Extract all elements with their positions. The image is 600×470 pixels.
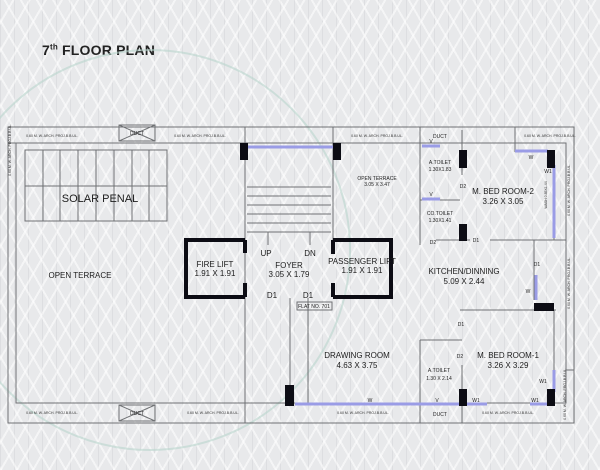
column: [240, 143, 248, 160]
rooms-kitchen-size-label: 5.09 X 2.44: [444, 277, 485, 286]
projection-label-label: 0.60 M. W. ARCH. PROJ.B.B.UL.: [563, 368, 567, 420]
labels-v-label: V: [429, 192, 433, 198]
page-title: 7th FLOOR PLAN: [42, 42, 155, 58]
watermark-seal: [0, 49, 351, 451]
labels-d2-label: D2: [430, 240, 437, 246]
labels-w1-label: W1: [544, 169, 552, 175]
column: [333, 143, 341, 160]
labels-w1-label: W1: [539, 379, 547, 385]
solar-panel-label: SOLAR PENAL: [62, 193, 138, 205]
column: [547, 150, 555, 168]
labels-d1-label: D1: [267, 291, 278, 300]
projection-label-label: 0.60 M. W. ARCH. PROJ.B.B.UL.: [482, 411, 534, 415]
projection-label-label: 0.60 M. W. ARCH. PROJ.B.B.UL.: [174, 134, 226, 138]
rooms-drawing-name-label: DRAWING ROOM: [324, 351, 390, 360]
projection-label-label: 0.60 M. W. ARCH. PROJ.B.B.UL.: [567, 164, 571, 216]
open-terrace-label: OPEN TERRACE: [49, 271, 112, 280]
projection-label-label: 0.60 M. W. ARCH. PROJ.B.B.UL.: [337, 411, 389, 415]
structural-columns: [240, 143, 555, 406]
labels-v-label: V: [435, 398, 439, 404]
labels-w-label: W: [368, 398, 373, 404]
flat-number-tag: [296, 301, 333, 311]
rooms-bed1-name-label: M. BED ROOM-1: [477, 351, 539, 360]
title-rest-label: FLOOR PLAN: [57, 42, 156, 58]
wall-line: [118, 404, 156, 422]
rooms-wash-label: WASH 0.85X1.44: [544, 181, 548, 208]
projection-label-label: 0.60 M. W. ARCH. PROJ.B.B.UL.: [26, 411, 78, 415]
rooms-passenger-lift-size-label: 1.91 X 1.91: [342, 266, 383, 275]
rooms-a-toilet-2-name-label: A.TOILET: [428, 368, 450, 374]
duct-bottom-left: [118, 404, 156, 422]
rooms-a-toilet-2-size-label: 1.30 X 2.14: [426, 376, 452, 382]
passenger-lift: [331, 238, 393, 299]
rooms-passenger-lift-name-label: PASSENGER LIFT: [328, 257, 396, 266]
projection-label-label: 0.60 M. W. ARCH. PROJ.B.B.UL.: [567, 257, 571, 309]
labels-w-label: W: [529, 155, 534, 161]
column: [547, 389, 555, 406]
projection-label-label: 0.60 M. W. ARCH. PROJ.B.B.UL.: [524, 134, 576, 138]
labels-d2-label: D2: [460, 184, 467, 190]
column: [285, 385, 294, 406]
rooms-a-toilet-1-size-label: 1.30X1.83: [429, 167, 452, 173]
rooms-foyer-name-label: FOYER: [275, 261, 303, 270]
labels-dn-label: DN: [304, 249, 316, 258]
rooms-a-toilet-1-name-label: A.TOILET: [429, 160, 451, 166]
outer-boundary: [7, 126, 575, 424]
labels-w-label: W: [526, 289, 531, 295]
column: [459, 224, 467, 241]
labels-flat-label: FLAT NO. 701: [298, 304, 330, 310]
rooms-bed1-size-label: 3.26 X 3.29: [488, 361, 529, 370]
title-main-label: 7: [42, 42, 50, 58]
rooms-open-terrace-2-size-label: 3.05 X 3.47: [364, 182, 390, 188]
labels-duct-label: DUCT: [433, 412, 447, 418]
rooms-kitchen-name-label: KITCHEN/DINNING: [428, 267, 499, 276]
column: [459, 150, 467, 168]
labels-d1-label: D1: [458, 322, 465, 328]
projection-label-label: 0.60 M. W. ARCH. PROJ.B.B.UL.: [187, 411, 239, 415]
projection-label-label: 0.60 M. W. ARCH. PROJ.B.B.UL.: [351, 134, 403, 138]
rooms-open-terrace-2-name-label: OPEN TERRACE: [357, 176, 397, 182]
rooms-co-toilet-name-label: CO.TOILET: [427, 211, 453, 217]
labels-duct-label: DUCT: [130, 411, 144, 417]
rooms-foyer-size-label: 3.05 X 1.79: [269, 270, 310, 279]
projection-label-label: 0.60 M. W. ARCH. PROJ.B.B.UL.: [26, 134, 78, 138]
rooms-fire-lift-size-label: 1.91 X 1.91: [195, 269, 236, 278]
fire-lift: [184, 238, 247, 299]
labels-duct-label: DUCT: [130, 131, 144, 137]
column: [459, 389, 467, 406]
labels-v-label: V: [429, 139, 433, 145]
rooms-fire-lift-name-label: FIRE LIFT: [197, 260, 234, 269]
rooms-drawing-size-label: 4.63 X 3.75: [337, 361, 378, 370]
duct-top-left: [118, 124, 156, 142]
projection-label-label: 0.60 M. W. ARCH. PROJ.B.B.UL.: [8, 124, 12, 176]
labels-d1-label: D1: [534, 262, 541, 268]
title-sup-label: th: [50, 42, 58, 52]
labels-d1-label: D1: [473, 238, 480, 244]
labels-d2-label: D2: [457, 354, 464, 360]
solar-panel: [24, 149, 168, 222]
wall-line: [118, 124, 156, 142]
labels-up-label: UP: [260, 249, 271, 258]
staircase: [247, 186, 331, 245]
labels-w1-label: W1: [531, 398, 539, 404]
projection-labels: 0.60 M. W. ARCH. PROJ.B.B.UL. 0.60 M. W.…: [8, 124, 576, 420]
labels-w1-label: W1: [472, 398, 480, 404]
column: [534, 303, 554, 311]
labels-duct-label: DUCT: [433, 134, 447, 140]
rooms-bed2-size-label: 3.26 X 3.05: [483, 197, 524, 206]
rooms-co-toilet-size-label: 1.30X1.41: [429, 218, 452, 224]
labels-d1-label: D1: [303, 291, 314, 300]
rooms-bed2-name-label: M. BED ROOM-2: [472, 187, 534, 196]
